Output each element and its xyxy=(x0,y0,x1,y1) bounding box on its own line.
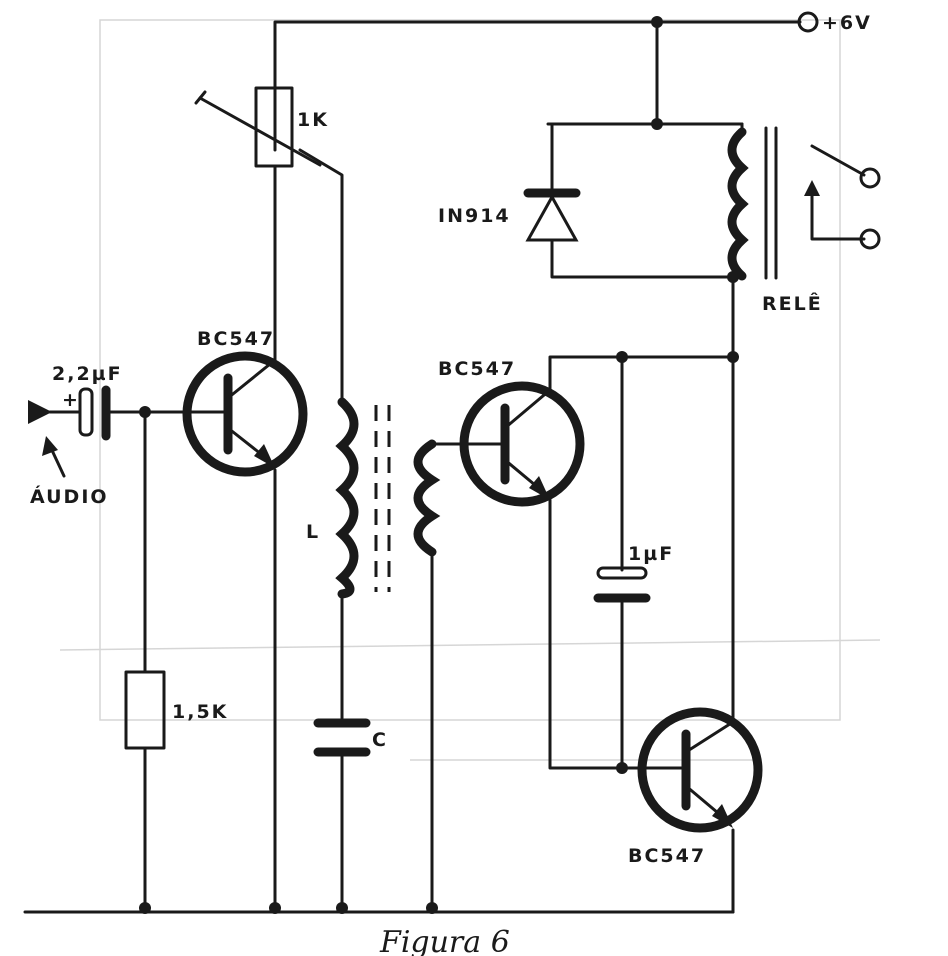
junction-dots xyxy=(139,16,739,914)
resistor-1-5k: 1,5K xyxy=(124,670,228,750)
timing-cap-label: 1µF xyxy=(628,543,674,565)
input-capacitor: + 2,2µF xyxy=(52,363,123,441)
input-label: ÁUDIO xyxy=(30,485,109,508)
inductor-label: L xyxy=(306,521,320,543)
potentiometer-1k: 1K xyxy=(194,86,329,168)
bleed-through-background xyxy=(59,19,881,761)
q1-label: BC547 xyxy=(197,328,275,350)
supply-terminal: +6V xyxy=(797,11,872,34)
relay: RELÊ xyxy=(727,122,881,315)
q2-label: BC547 xyxy=(438,358,516,380)
transistor-q2: BC547 xyxy=(438,358,585,507)
timing-capacitor: 1µF xyxy=(593,543,674,603)
diode-label: IN914 xyxy=(438,205,511,227)
tank-capacitor: C xyxy=(313,718,388,757)
transistor-q3: BC547 xyxy=(628,707,763,867)
transformer-core xyxy=(374,405,391,592)
q3-label: BC547 xyxy=(628,845,706,867)
resistor-label: 1,5K xyxy=(172,701,228,723)
audio-input: ÁUDIO xyxy=(28,400,109,508)
inductor-l: L xyxy=(306,397,359,599)
supply-label: +6V xyxy=(822,12,872,34)
diode-in914: IN914 xyxy=(438,188,581,242)
circuit-wires xyxy=(23,20,866,914)
relay-label: RELÊ xyxy=(762,292,823,315)
secondary-winding xyxy=(413,439,441,557)
pot-label: 1K xyxy=(297,109,329,131)
tank-cap-label: C xyxy=(372,729,388,751)
input-cap-label: 2,2µF xyxy=(52,363,123,385)
input-cap-polarity: + xyxy=(62,389,80,411)
transistor-q1: BC547 xyxy=(181,328,308,477)
figure-caption: Figura 6 xyxy=(379,925,510,956)
